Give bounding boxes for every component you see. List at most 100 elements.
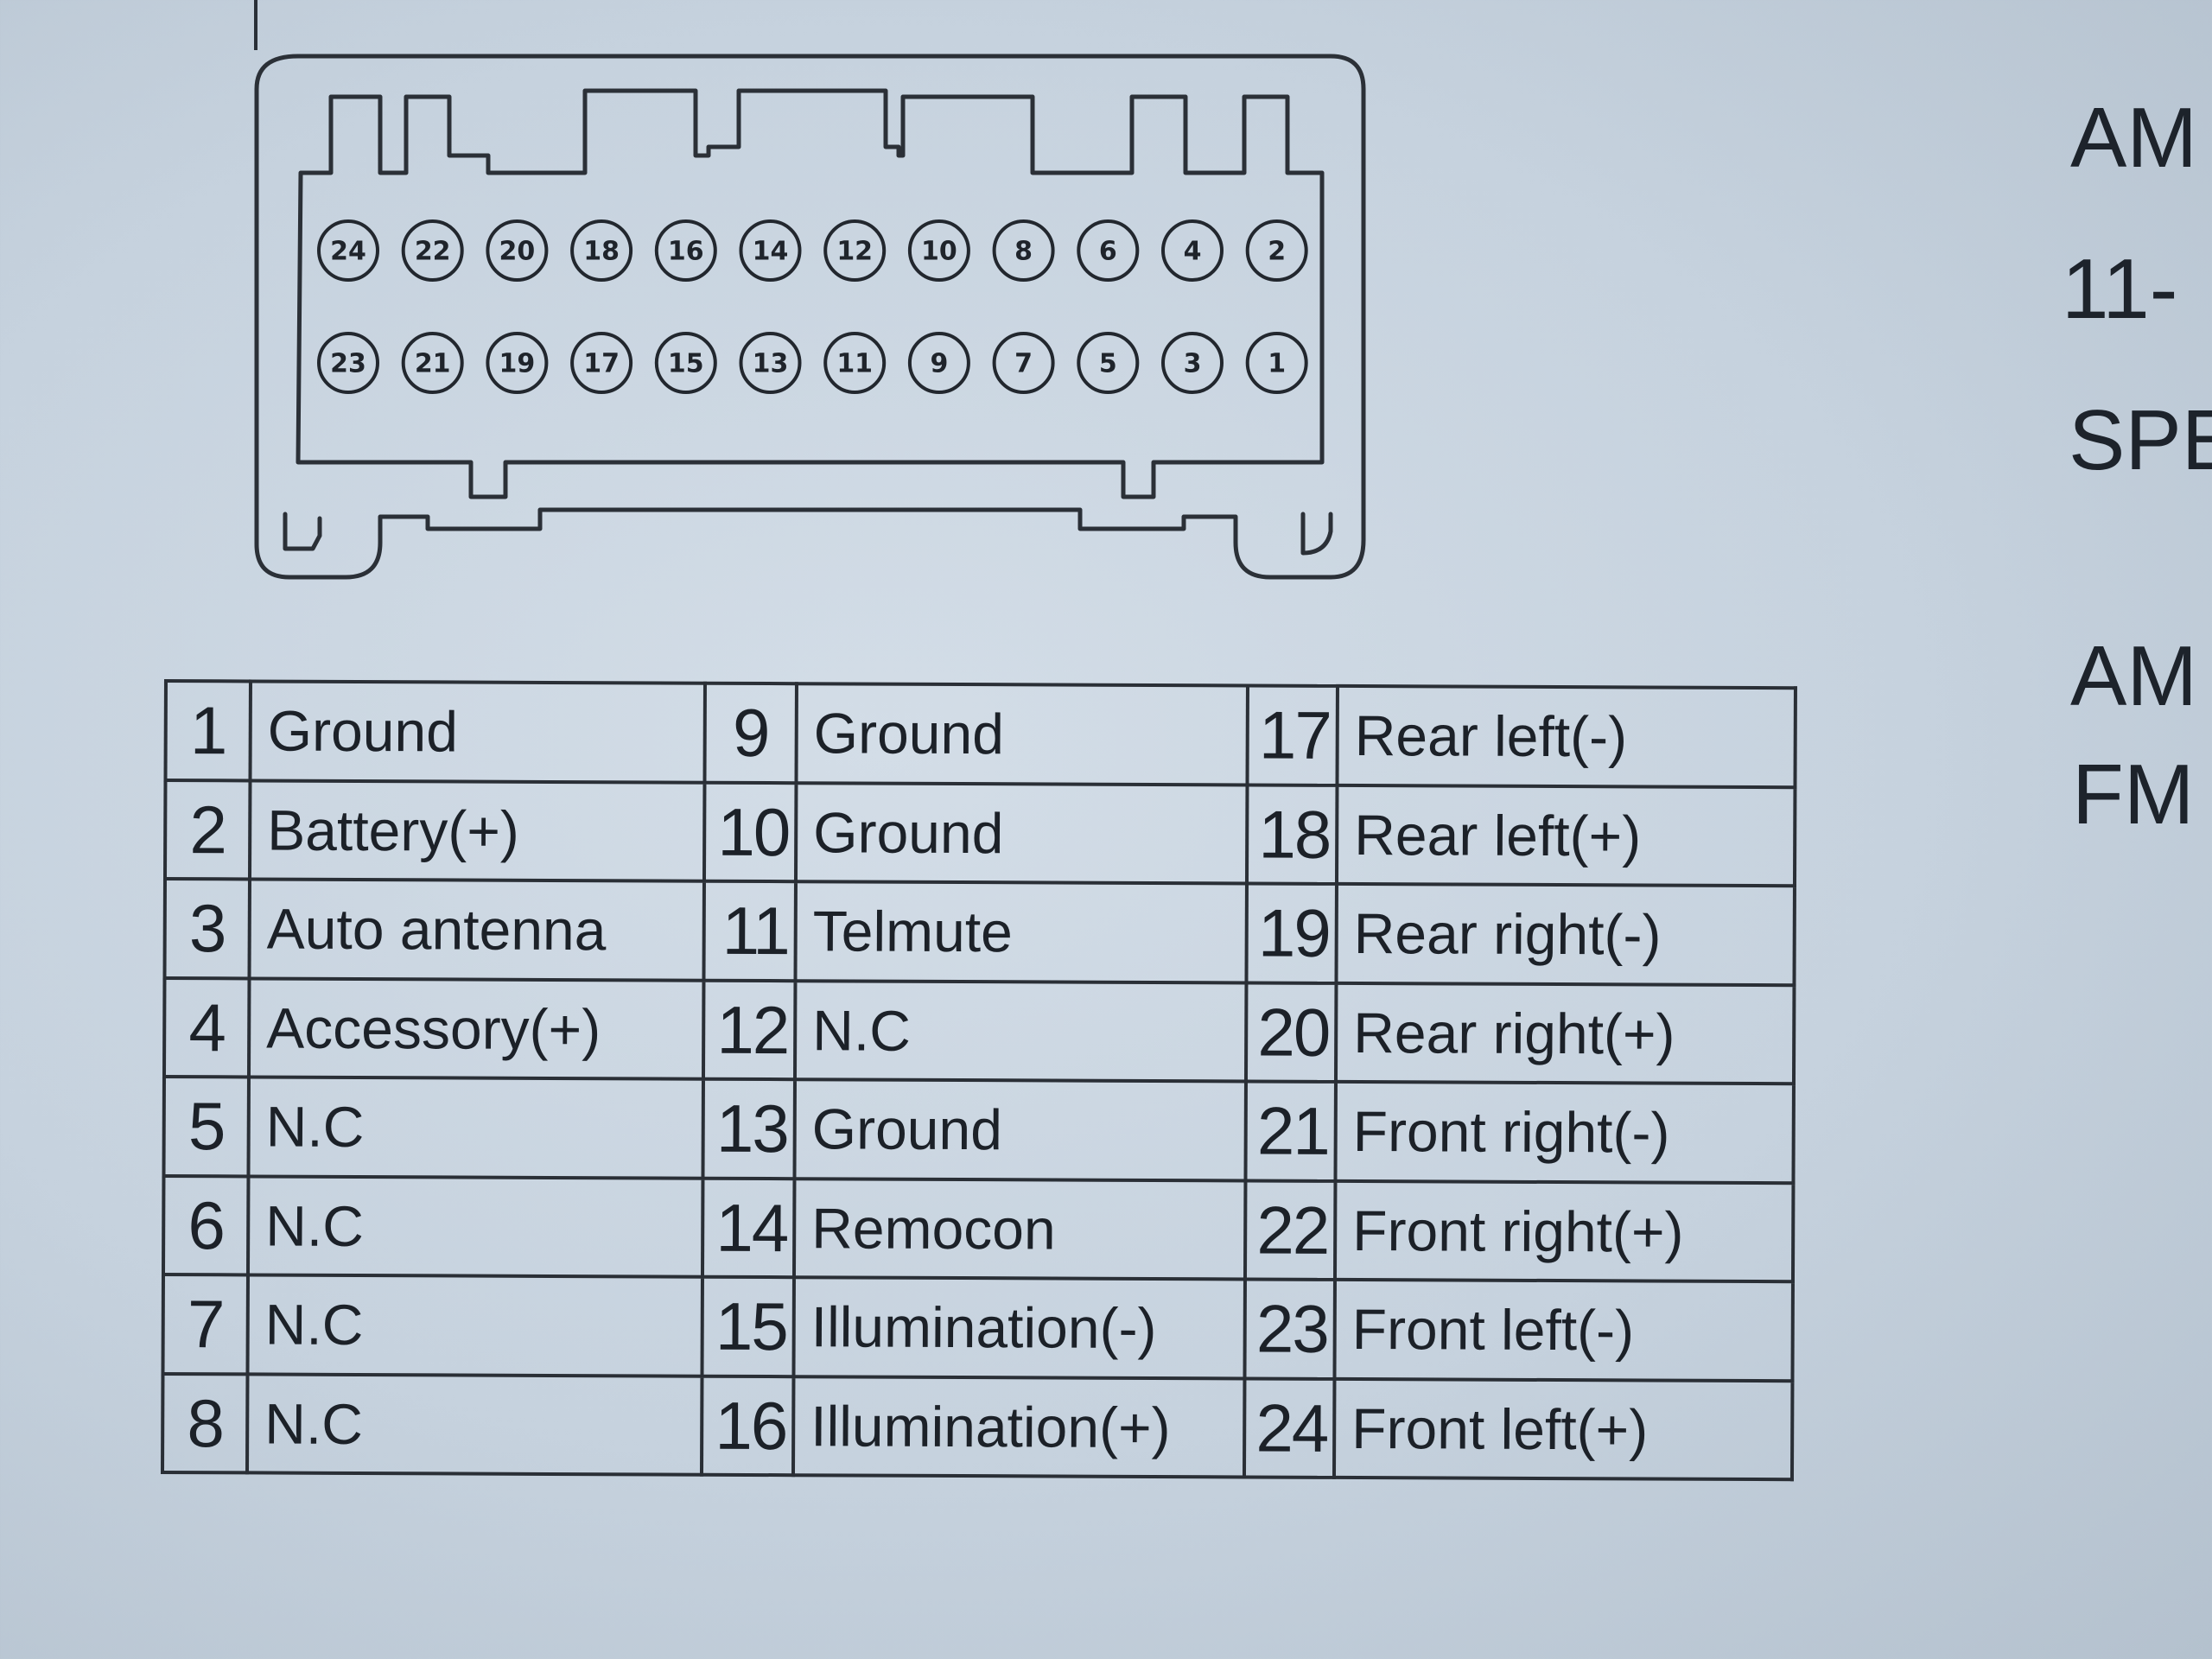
pin-circle <box>401 332 464 394</box>
pin-function-cell: N.C <box>248 1077 703 1179</box>
pin-4: 4 <box>1161 219 1224 282</box>
pin-number-cell: 11 <box>703 880 796 981</box>
pin-function-cell: Auto antenna <box>249 879 704 981</box>
pin-number-cell: 5 <box>163 1077 249 1176</box>
left-latch-tab <box>283 512 322 551</box>
pin-number-cell: 17 <box>1247 685 1338 785</box>
pin-function-cell: Ground <box>794 1079 1246 1180</box>
pin-number: 10 <box>921 237 957 267</box>
pin-number-cell: 4 <box>163 977 250 1077</box>
pin-circle <box>401 219 464 282</box>
pin-number: 15 <box>668 349 704 379</box>
margin-text-frequency: 11- <box>2062 241 2178 336</box>
pin-number: 20 <box>499 237 536 267</box>
pin-number: 12 <box>836 237 873 267</box>
pin-function-cell: Ground <box>795 782 1248 884</box>
pin-circle <box>486 219 549 282</box>
pin-number-cell: 2 <box>164 779 251 880</box>
pin-function-cell: Front right(+) <box>1334 1180 1794 1282</box>
pin-number: 6 <box>1099 237 1117 267</box>
pin-function-cell: Accessory(+) <box>248 977 704 1079</box>
pin-16: 16 <box>654 219 717 282</box>
pin-number-cell: 19 <box>1246 883 1337 983</box>
pin-number-cell: 9 <box>704 683 797 783</box>
connector-inner-outline <box>296 88 1325 499</box>
pin-7: 7 <box>992 332 1055 394</box>
pin-circle <box>570 219 633 282</box>
pin-function-cell: Illumination(+) <box>792 1376 1245 1478</box>
pin-number: 4 <box>1184 237 1202 267</box>
pin-number: 16 <box>668 237 704 267</box>
pin-number: 1 <box>1268 349 1286 379</box>
pin-number-cell: 14 <box>702 1178 795 1278</box>
pin-number-cell: 12 <box>702 980 796 1080</box>
pin-circle <box>654 219 717 282</box>
pin-function-cell: Rear right(-) <box>1336 883 1795 985</box>
pin-number: 14 <box>753 237 789 267</box>
pin-number: 23 <box>330 349 366 379</box>
pin-15: 15 <box>654 332 717 394</box>
pin-17: 17 <box>570 332 633 394</box>
pin-number-cell: 24 <box>1243 1377 1335 1478</box>
margin-text-am-band: AM <box>2070 628 2197 723</box>
pin-function-cell: N.C <box>246 1373 702 1475</box>
pin-number: 9 <box>930 349 948 379</box>
pin-circle <box>1161 332 1224 394</box>
pin-3: 3 <box>1161 332 1224 394</box>
pin-number-cell: 20 <box>1245 982 1337 1082</box>
pin-number: 21 <box>415 349 451 379</box>
pin-number: 8 <box>1014 237 1033 267</box>
pin-circle <box>317 219 379 282</box>
pin-circle <box>654 332 717 394</box>
pin-number-cell: 21 <box>1245 1081 1336 1181</box>
pin-circle <box>317 332 379 394</box>
pin-function-cell: Ground <box>796 683 1248 785</box>
pin-circle <box>823 332 887 394</box>
pin-number: 22 <box>415 237 451 267</box>
pin-23: 23 <box>317 332 379 394</box>
pin-24: 24 <box>317 219 379 282</box>
pin-number-cell: 15 <box>702 1276 794 1376</box>
pin-function-cell: Rear left(-) <box>1337 685 1796 787</box>
pin-circle <box>570 332 633 394</box>
pin-19: 19 <box>486 332 549 394</box>
pin-function-cell: Rear right(+) <box>1335 982 1795 1084</box>
pin-1: 1 <box>1245 332 1308 394</box>
pin-13: 13 <box>739 332 802 394</box>
pin-20: 20 <box>486 219 549 282</box>
pin-number: 19 <box>499 349 536 379</box>
pin-function-cell: Rear left(+) <box>1336 785 1796 887</box>
pin-circle <box>739 219 802 282</box>
pin-number-cell: 6 <box>162 1175 249 1275</box>
pin-number-cell: 3 <box>164 879 250 978</box>
pin-circle <box>1245 219 1308 282</box>
connector-housing-outline <box>254 54 1366 580</box>
pin-number-cell: 18 <box>1246 784 1338 884</box>
pin-9: 9 <box>907 332 970 394</box>
pin-function-cell: Ground <box>250 681 705 783</box>
pin-number: 7 <box>1014 349 1033 379</box>
pin-function-cell: N.C <box>247 1175 703 1277</box>
pin-circle <box>1077 219 1140 282</box>
pin-number: 17 <box>583 349 620 379</box>
pin-number-cell: 16 <box>701 1376 794 1476</box>
margin-text-fm-band: FM <box>2072 747 2195 842</box>
margin-text-spe: SPE <box>2069 392 2212 487</box>
pin-11: 11 <box>823 332 887 394</box>
pin-function-cell: Battery(+) <box>249 779 705 881</box>
pin-function-cell: Illumination(-) <box>793 1277 1245 1378</box>
pin-12: 12 <box>823 219 887 282</box>
pin-number: 13 <box>753 349 789 379</box>
pin-function-cell: N.C <box>247 1274 702 1376</box>
pin-10: 10 <box>907 219 970 282</box>
pin-circle <box>907 332 970 394</box>
